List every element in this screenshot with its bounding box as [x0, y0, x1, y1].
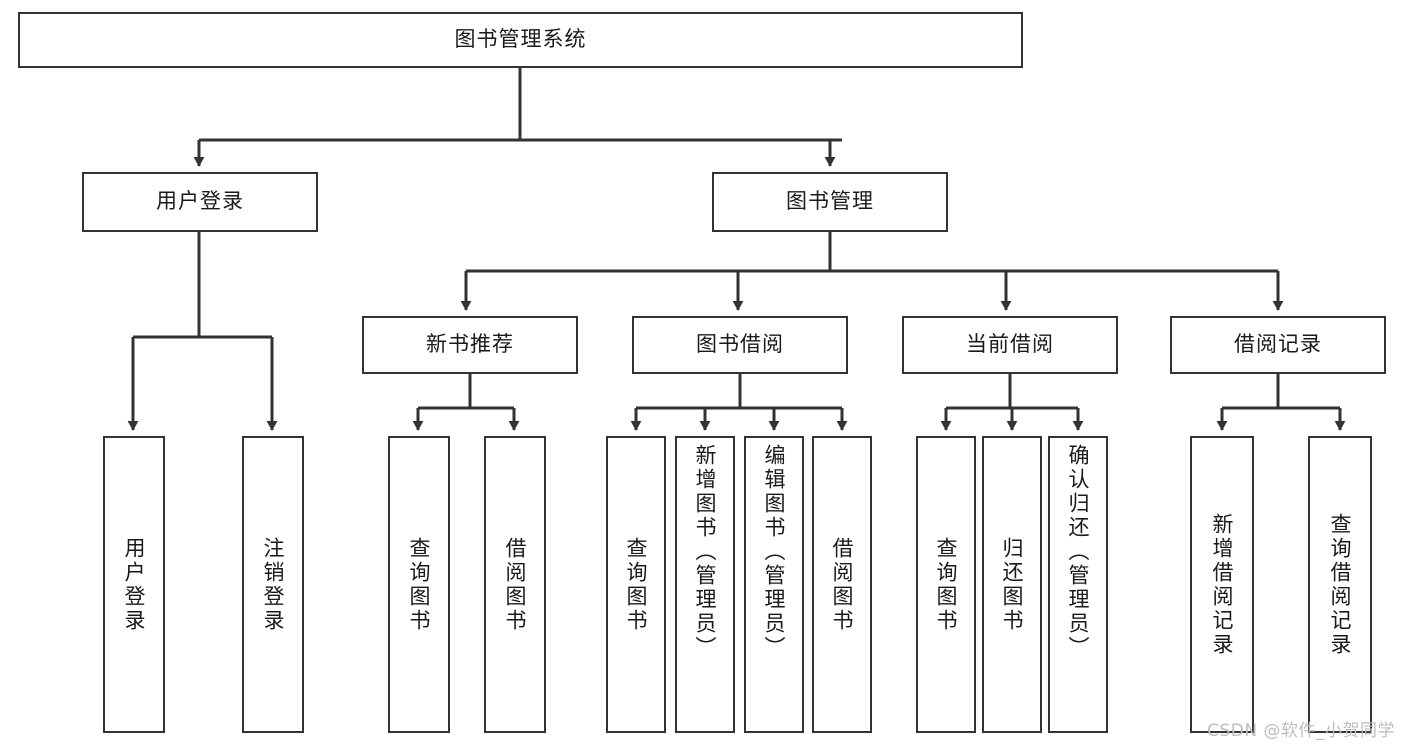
leaf-query-book-2-text-wrap: 查询图书	[608, 438, 664, 731]
leaf-borrow-book-1-text-wrap: 借阅图书	[486, 438, 544, 731]
node-book-borrow[interactable]: 图书借阅	[632, 316, 848, 374]
leaf-query-book-3-text-wrap: 查询图书	[918, 438, 974, 731]
node-root-label: 图书管理系统	[454, 27, 587, 52]
node-user-login-label: 用户登录	[156, 189, 244, 214]
node-leaf-query-record[interactable]: 查询借阅记录	[1308, 436, 1372, 733]
node-new-book-recommend[interactable]: 新书推荐	[362, 316, 578, 374]
node-leaf-borrow-book-1[interactable]: 借阅图书	[484, 436, 546, 733]
node-leaf-query-record-label: 查询借阅记录	[1328, 512, 1353, 657]
node-user-login[interactable]: 用户登录	[82, 172, 318, 232]
node-root[interactable]: 图书管理系统	[18, 12, 1023, 68]
node-current-borrow-label: 当前借阅	[966, 332, 1054, 357]
leaf-query-record-text-wrap: 查询借阅记录	[1310, 438, 1370, 731]
node-leaf-user-logout[interactable]: 注销登录	[242, 436, 304, 733]
node-borrow-record-label: 借阅记录	[1234, 332, 1322, 357]
node-leaf-user-login[interactable]: 用户登录	[103, 436, 165, 733]
leaf-borrow-book-2-text-wrap: 借阅图书	[814, 438, 870, 731]
node-current-borrow[interactable]: 当前借阅	[902, 316, 1118, 374]
node-leaf-return-book-label: 归还图书	[1000, 536, 1025, 633]
node-leaf-add-book-label: 新增图书（管理员）	[693, 444, 718, 660]
node-leaf-query-book-1[interactable]: 查询图书	[388, 436, 450, 733]
node-book-borrow-label: 图书借阅	[696, 332, 784, 357]
node-leaf-edit-book[interactable]: 编辑图书（管理员）	[744, 436, 804, 733]
node-leaf-add-record-label: 新增借阅记录	[1210, 512, 1235, 657]
node-leaf-user-logout-label: 注销登录	[261, 536, 286, 633]
node-leaf-query-book-2-label: 查询图书	[624, 536, 649, 633]
node-leaf-confirm-return-label: 确认归还（管理员）	[1066, 444, 1091, 660]
node-leaf-query-book-3[interactable]: 查询图书	[916, 436, 976, 733]
node-leaf-edit-book-label: 编辑图书（管理员）	[762, 444, 787, 660]
leaf-query-book-1-text-wrap: 查询图书	[390, 438, 448, 731]
node-leaf-borrow-book-1-label: 借阅图书	[503, 536, 528, 633]
node-leaf-query-book-2[interactable]: 查询图书	[606, 436, 666, 733]
leaf-add-record-text-wrap: 新增借阅记录	[1192, 438, 1252, 731]
node-book-manage-label: 图书管理	[786, 189, 874, 214]
node-borrow-record[interactable]: 借阅记录	[1170, 316, 1386, 374]
leaf-user-logout-text-wrap: 注销登录	[244, 438, 302, 731]
node-leaf-add-record[interactable]: 新增借阅记录	[1190, 436, 1254, 733]
node-book-manage[interactable]: 图书管理	[712, 172, 948, 232]
node-leaf-confirm-return[interactable]: 确认归还（管理员）	[1048, 436, 1108, 733]
leaf-return-book-text-wrap: 归还图书	[984, 438, 1040, 731]
node-leaf-add-book[interactable]: 新增图书（管理员）	[675, 436, 735, 733]
node-leaf-return-book[interactable]: 归还图书	[982, 436, 1042, 733]
node-new-book-recommend-label: 新书推荐	[426, 332, 514, 357]
node-leaf-query-book-3-label: 查询图书	[934, 536, 959, 633]
node-leaf-query-book-1-label: 查询图书	[407, 536, 432, 633]
node-leaf-borrow-book-2[interactable]: 借阅图书	[812, 436, 872, 733]
node-leaf-borrow-book-2-label: 借阅图书	[830, 536, 855, 633]
leaf-user-login-text-wrap: 用户登录	[105, 438, 163, 731]
node-leaf-user-login-label: 用户登录	[122, 536, 147, 633]
